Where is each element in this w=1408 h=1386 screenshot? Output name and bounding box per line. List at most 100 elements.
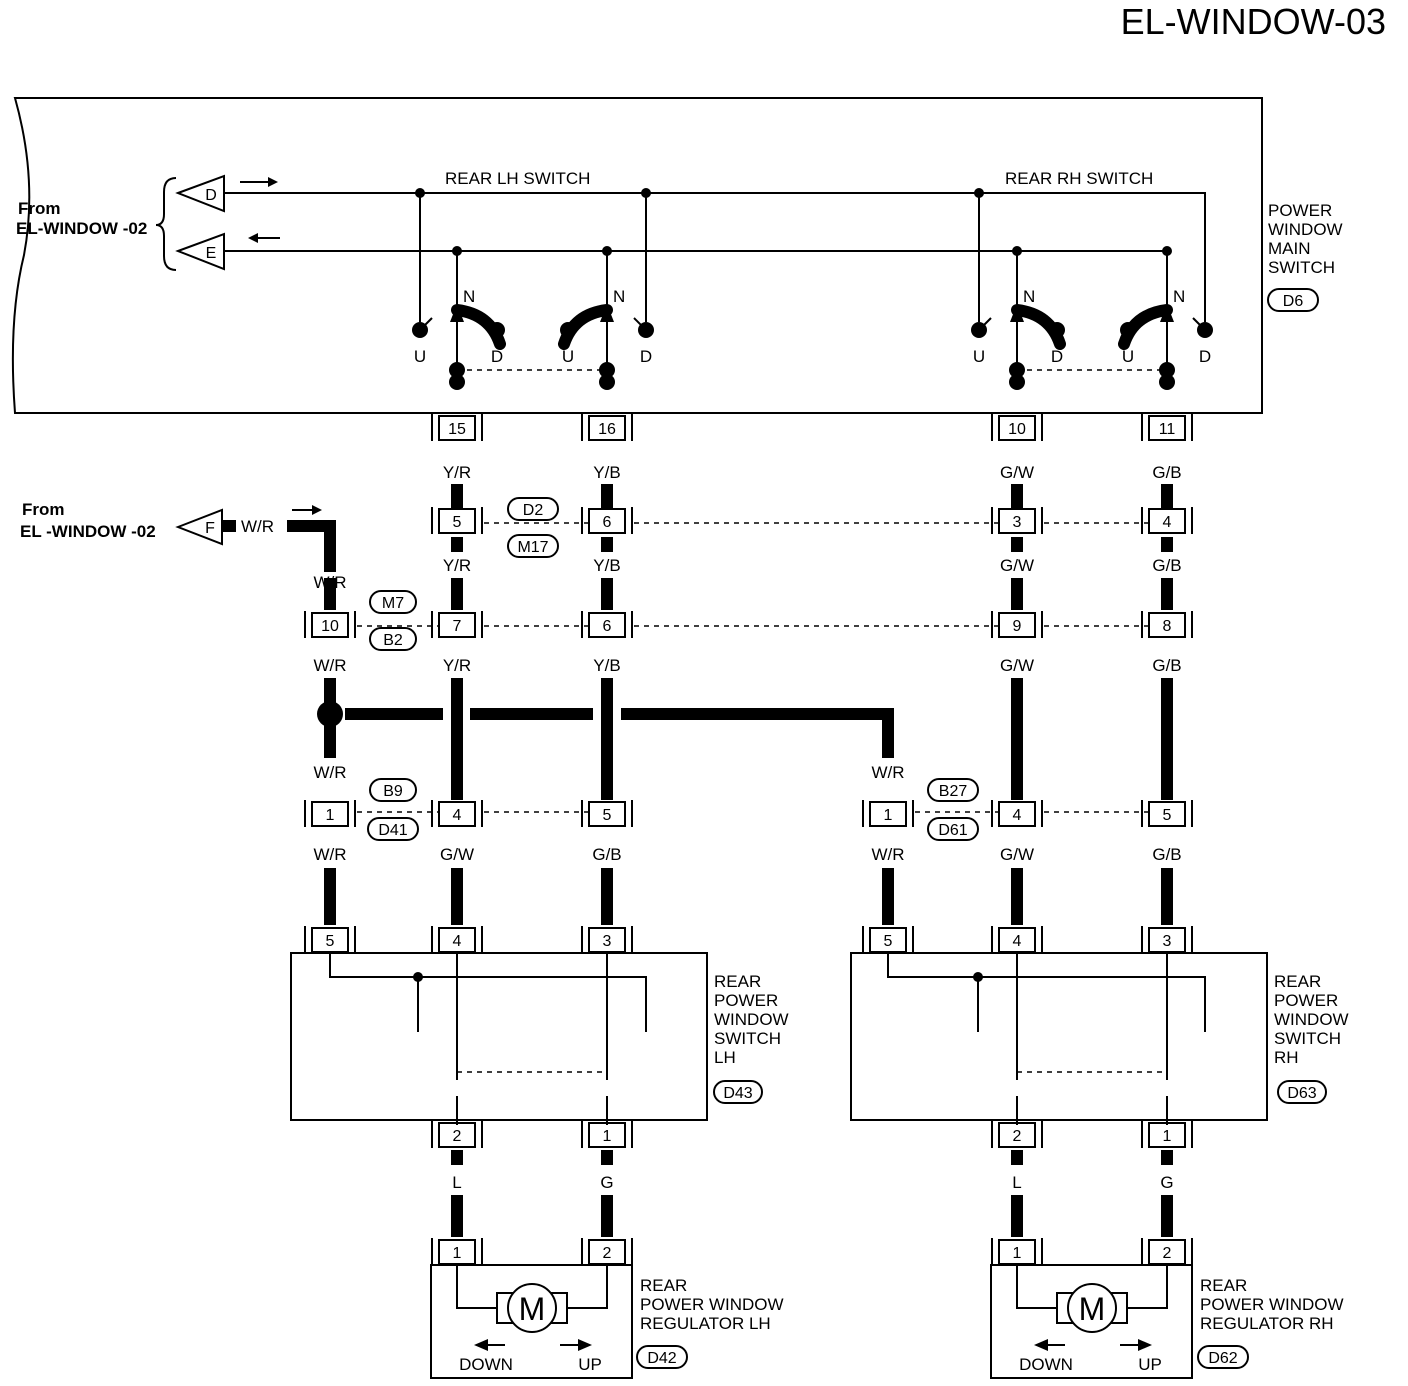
wire-yb-3: Y/B	[593, 656, 620, 675]
connector-pin-number: 5	[603, 807, 612, 824]
motor-pin-number: 1	[453, 1245, 462, 1262]
connector-b9: B9	[383, 783, 403, 800]
wire-gw-4: G/W	[440, 845, 474, 864]
switch-u-label: U	[414, 347, 426, 366]
wire-gb-1: G/B	[1152, 463, 1181, 482]
connector-pin-number: 5	[453, 514, 462, 531]
connector-pin-number: 9	[1013, 618, 1022, 635]
from-label: From	[18, 199, 61, 218]
main-switch-label-1: POWER	[1268, 201, 1332, 220]
switch-pin-number: 2	[453, 1128, 462, 1145]
connector-pin: 4	[991, 800, 1043, 827]
connector-pin-number: 1	[326, 807, 335, 824]
arrow-left-icon	[248, 233, 258, 243]
motor-pin: 2	[1141, 1238, 1193, 1265]
rear-switch-lh-label-5: LH	[714, 1048, 736, 1067]
wire-yr-2: Y/R	[443, 556, 471, 575]
wire-g-lh: G	[600, 1173, 613, 1192]
connector-pin: 5	[1141, 800, 1193, 827]
main-switch-pin-number: 10	[1008, 421, 1026, 438]
wire-l-rh: L	[1012, 1173, 1021, 1192]
regulator-rh-label-3: REGULATOR RH	[1200, 1314, 1334, 1333]
connector-pin: 1	[862, 800, 914, 827]
rear-power-window-regulator-lh: M DOWN UP REAR POWER WINDOW REGULATOR LH…	[430, 1264, 784, 1379]
up-arrow-icon	[578, 1339, 592, 1351]
wire-gb-2: G/B	[1152, 556, 1181, 575]
connector-e-label: E	[206, 245, 217, 262]
connector-pin-number: 4	[1163, 514, 1172, 531]
connector-pin: 5	[431, 507, 483, 534]
main-switch-connector: D6	[1283, 293, 1304, 310]
main-switch-label-2: WINDOW	[1268, 220, 1343, 239]
connector-pin-number: 4	[1013, 807, 1022, 824]
rear-lh-switch-label: REAR LH SWITCH	[445, 169, 590, 188]
switch-pin-number: 2	[1013, 1128, 1022, 1145]
switch-pin-number: 3	[603, 933, 612, 950]
main-switch-box	[11, 97, 1263, 414]
rear-switch-rh-connector: D63	[1287, 1085, 1316, 1102]
main-switch-pin-number: 11	[1159, 421, 1176, 438]
main-switch-pin: 16	[581, 414, 633, 441]
connector-pin-number: 7	[453, 618, 462, 635]
switch-pin: 2	[431, 1121, 483, 1148]
connector-pin-number: 6	[603, 514, 612, 531]
wire-wr-4: W/R	[313, 763, 346, 782]
switch-pin: 1	[581, 1121, 633, 1148]
switch-d-label: D	[1199, 347, 1211, 366]
connector-pin: 8	[1141, 611, 1193, 638]
switch-pin-number: 3	[1163, 933, 1172, 950]
wire-gw-5: G/W	[1000, 845, 1034, 864]
connector-pin-number: 1	[884, 807, 893, 824]
connector-pin: 9	[991, 611, 1043, 638]
switch-pin-number: 1	[1163, 1128, 1172, 1145]
rear-switch-rh-label-2: POWER	[1274, 991, 1338, 1010]
connector-pin-number: 4	[453, 807, 462, 824]
main-switch-wiring: REAR LH SWITCH REAR RH SWITCH POWER WIND…	[224, 169, 1343, 371]
switch-pin: 5	[304, 926, 356, 953]
motor-pin-number: 2	[603, 1245, 612, 1262]
down-label-lh: DOWN	[459, 1355, 513, 1374]
wire-wr-7: W/R	[871, 845, 904, 864]
connector-pin-number: 10	[321, 618, 339, 635]
wire-yr-1: Y/R	[443, 463, 471, 482]
motor-pin: 2	[581, 1238, 633, 1265]
connector-m7: M7	[382, 595, 404, 612]
switch-pin-number: 4	[453, 933, 462, 950]
switch-n-label: N	[613, 287, 625, 306]
switch-u-label: U	[973, 347, 985, 366]
rear-power-window-switch-lh: REAR POWER WINDOW SWITCH LH D43	[290, 952, 789, 1125]
main-switch-label-4: SWITCH	[1268, 258, 1335, 277]
down-arrow-icon	[1034, 1339, 1048, 1351]
down-arrow-icon	[474, 1339, 488, 1351]
up-label-rh: UP	[1138, 1355, 1162, 1374]
from-el-window-02-top: From EL-WINDOW -02 D E	[16, 174, 280, 271]
connector-pin: 1	[304, 800, 356, 827]
connector-m17: M17	[517, 539, 548, 556]
diagram-title: EL-WINDOW-03	[1121, 1, 1386, 42]
from-el-window-02-bottom: From EL -WINDOW -02 F W/R	[20, 500, 322, 546]
from-source-label-2: EL -WINDOW -02	[20, 522, 156, 541]
switch-u-label: U	[1122, 347, 1134, 366]
wire-wr-3: W/R	[313, 656, 346, 675]
switch-u-label: U	[562, 347, 574, 366]
main-switch-label-3: MAIN	[1268, 239, 1311, 258]
wire-yb-2: Y/B	[593, 556, 620, 575]
rear-switch-lh-label-1: REAR	[714, 972, 761, 991]
wire-labels: Y/R Y/B G/W G/B Y/R Y/B G/W G/B W/R W/R …	[313, 463, 1181, 1192]
connector-pin: 7	[431, 611, 483, 638]
wire-gb-3: G/B	[1152, 656, 1181, 675]
connector-e-arrow	[175, 232, 225, 271]
connector-pin: 3	[991, 507, 1043, 534]
switch-pin: 4	[431, 926, 483, 953]
wire-g-rh: G	[1160, 1173, 1173, 1192]
connector-pin: 4	[431, 800, 483, 827]
connector-f-label: F	[205, 520, 215, 537]
rear-switch-lh-label-2: POWER	[714, 991, 778, 1010]
down-label-rh: DOWN	[1019, 1355, 1073, 1374]
wire-gb-4: G/B	[592, 845, 621, 864]
rear-rh-switch-label: REAR RH SWITCH	[1005, 169, 1153, 188]
